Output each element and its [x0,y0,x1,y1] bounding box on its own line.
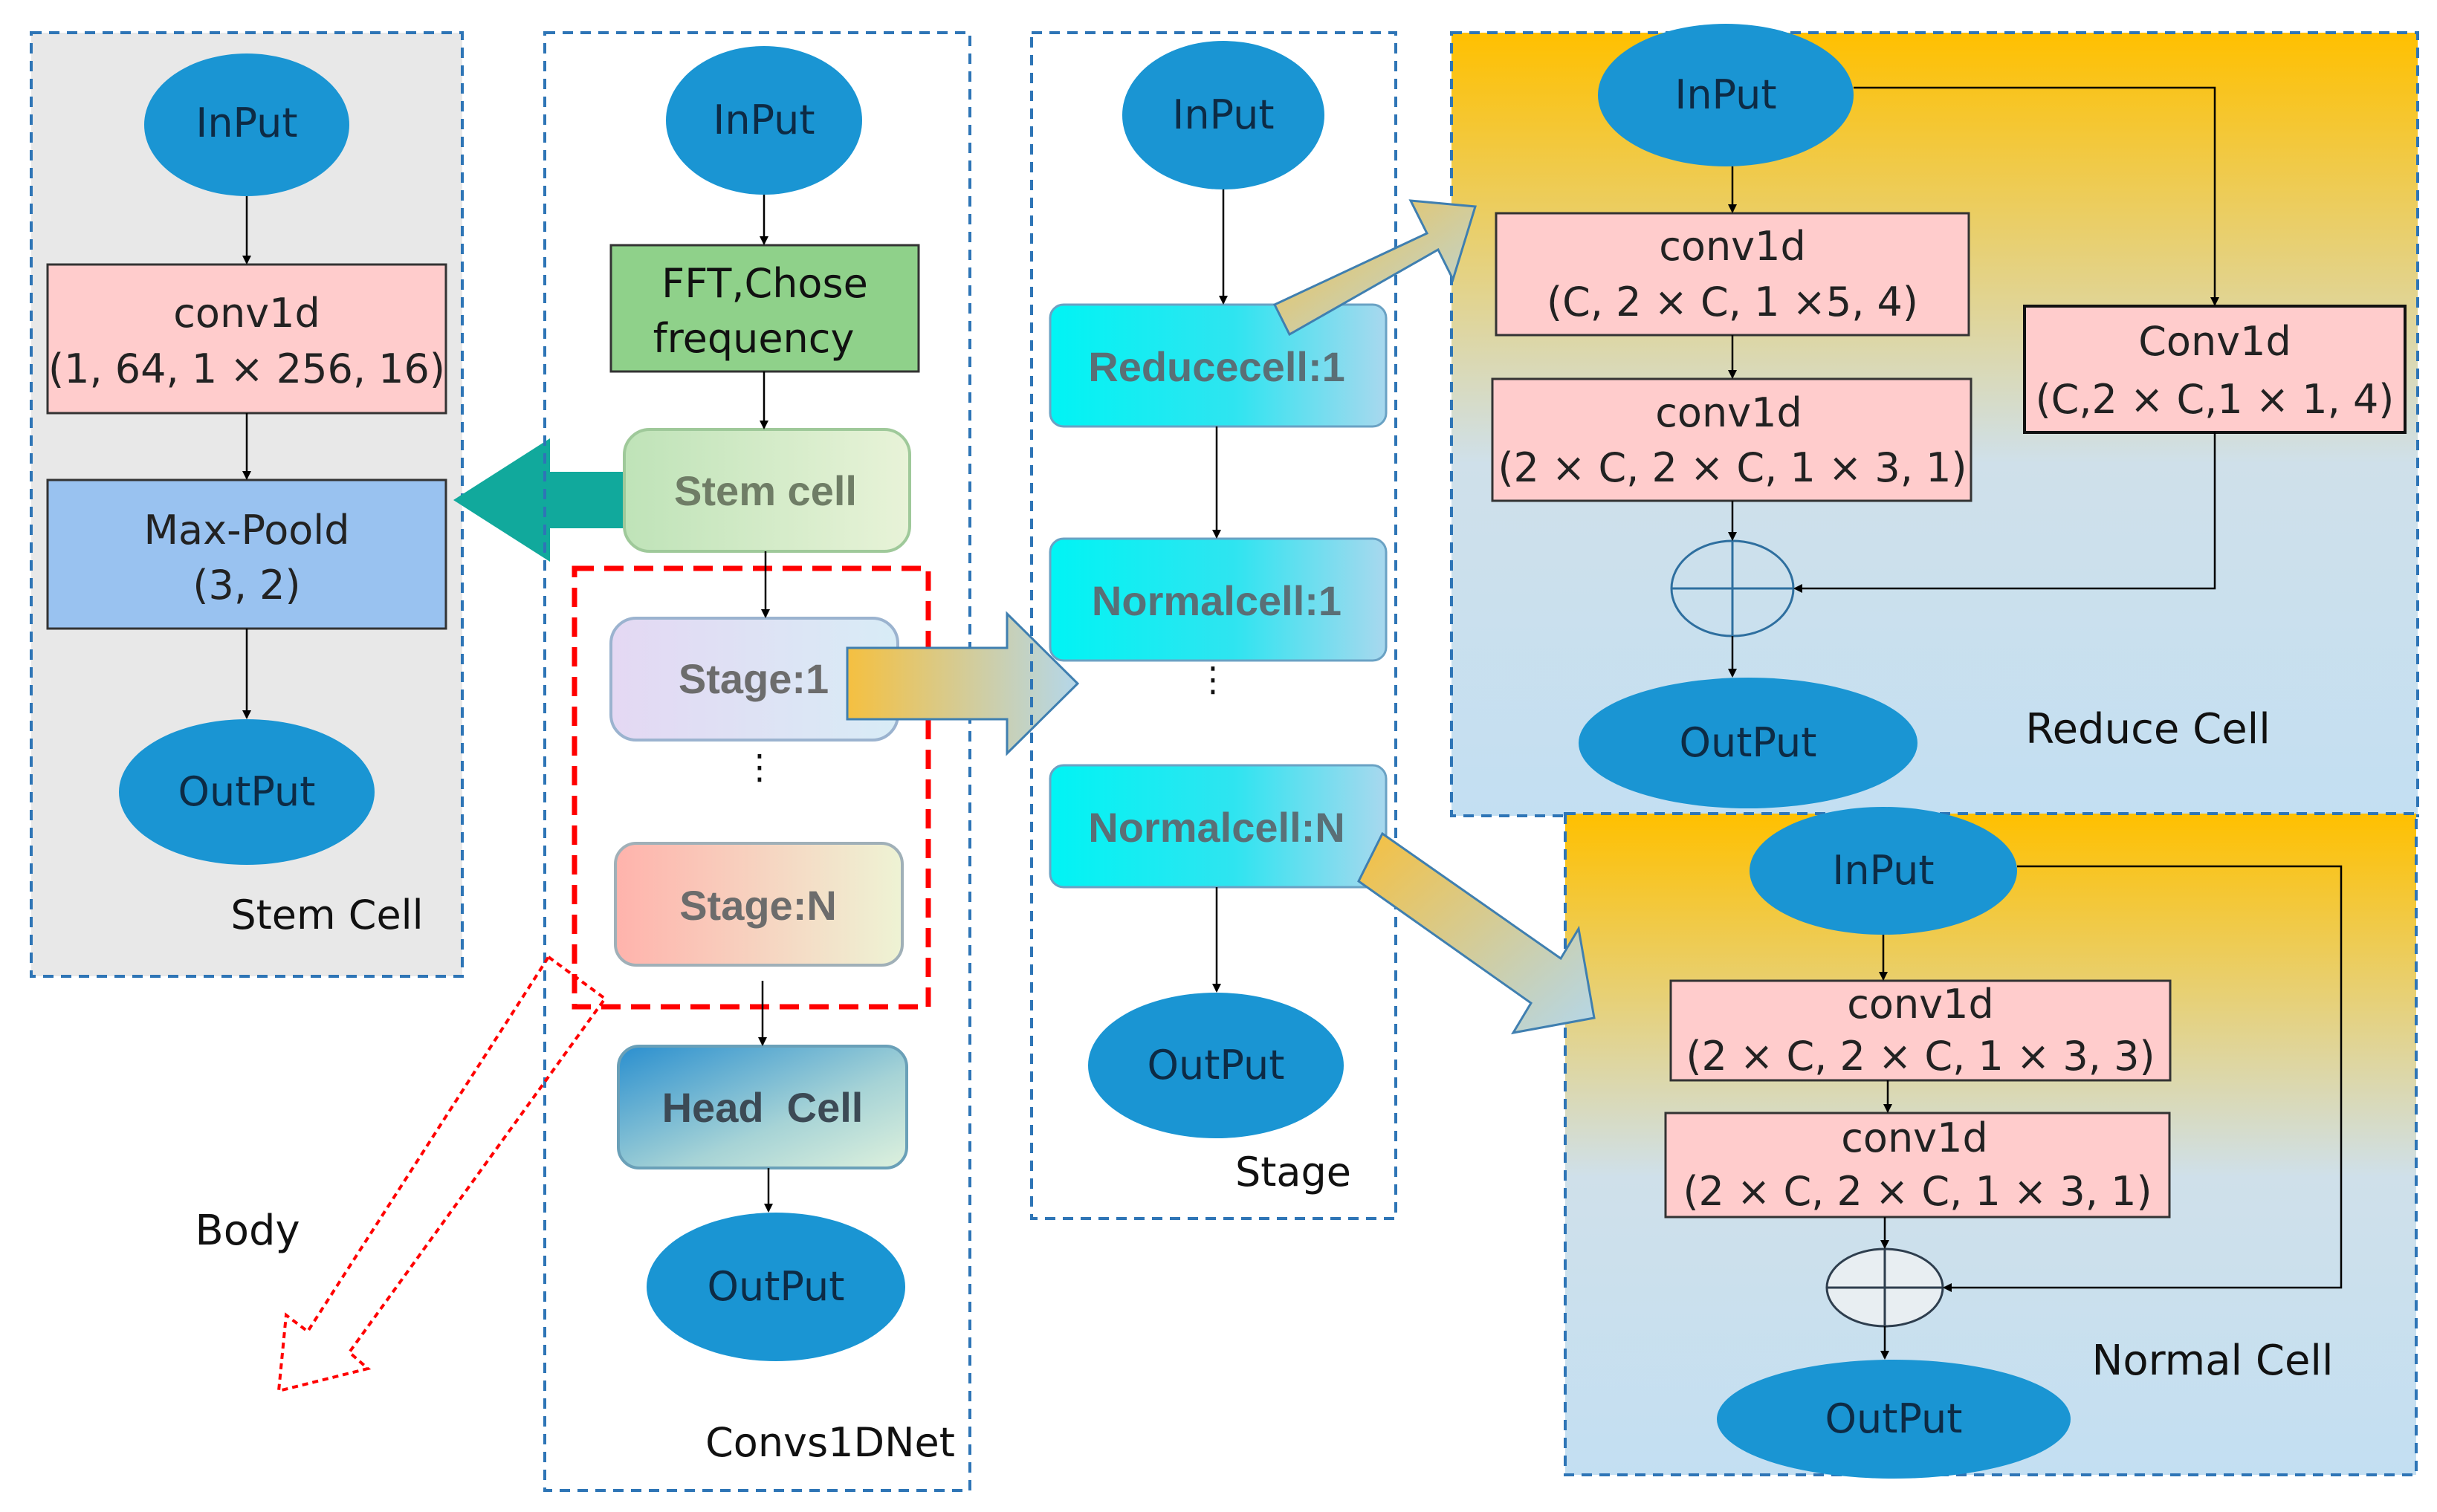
reduce-panel-caption: Reduce Cell [2025,705,2271,753]
stem-conv-box [46,263,447,415]
normal-conv1-box [1669,979,2172,1082]
stem-pool-params: (3, 2) [192,562,300,609]
net-output-label: OutPut [708,1263,845,1310]
stem-cell-node-label: Stem cell [674,467,857,514]
normalN-node [1049,764,1388,889]
head-cell-node [617,1045,908,1169]
stem-conv-params: (1, 64, 1 × 256, 16) [48,345,445,392]
normal-conv2-params: (2 × C, 2 × C, 1 × 3, 1) [1683,1168,2152,1215]
normal-skip-edge [1943,865,2343,1292]
reduce-conv3-params: (C,2 × C,1 × 1, 4) [2036,376,2395,423]
reduce-conv2-box [1491,377,1972,502]
normal-add-node [1825,1247,1944,1328]
reduce-conv3-box [2023,305,2407,434]
stage-panel-caption: Stage [1235,1149,1351,1195]
normal-conv1-title: conv1d [1847,981,1994,1028]
stage-output-node [1088,993,1344,1138]
reduce-output-label: OutPut [1680,719,1817,766]
stem-panel-caption: Stem Cell [230,892,423,938]
reduce-skip-edge-bottom [1793,432,2216,593]
normal1-node [1049,537,1388,662]
convs1dnet-panel: InPut FFT,Chose frequency Stem cell Stag… [543,31,971,1492]
stage-panel-frame [1030,31,1397,1220]
normal-panel-caption: Normal Cell [2091,1337,2333,1385]
stage-panel-dots: ⋮ [1196,659,1230,699]
reduce-cell-node [1049,303,1388,428]
normalN-node-label: Normalcell:N [1088,804,1344,851]
normal-detail-arrow [1357,831,1596,1035]
reduce-add-node [1670,539,1795,637]
net-input-label: InPut [713,97,815,143]
stem-input-node [144,53,349,196]
normal-output-node [1717,1360,2071,1479]
reduce-output-node [1579,678,1917,808]
stage-dots: ⋮ [742,747,777,787]
net-input-node [666,46,862,195]
stage-input-node [1122,41,1324,189]
normal-input-label: InPut [1832,847,1934,894]
reduce-cell-panel: InPut conv1d (C, 2 × C, 1 ×5, 4) conv1d … [1450,24,2419,817]
normal-output-label: OutPut [1825,1395,1963,1442]
body-label: Body [195,1207,300,1255]
stageN-node-label: Stage:N [679,882,837,929]
normal1-node-label: Normalcell:1 [1092,577,1342,624]
stage1-node-label: Stage:1 [679,655,829,702]
fft-line1: FFT,Chose [661,260,868,307]
stem-detail-arrow [453,438,650,562]
normal-conv2-title: conv1d [1841,1114,1988,1161]
reduce-skip-edge-top [1854,86,2219,306]
reduce-input-node [1598,24,1854,166]
reduce-conv3-title: Conv1d [2138,318,2291,365]
net-panel-caption: Convs1DNet [705,1419,955,1466]
body-arrow [276,955,607,1393]
stem-output-node [119,719,375,865]
stage-output-label: OutPut [1148,1042,1285,1088]
stage-detail-arrow [846,611,1080,756]
body-region [572,565,931,1010]
net-output-node [647,1213,905,1361]
stem-input-label: InPut [195,100,297,146]
reduce-conv2-params: (2 × C, 2 × C, 1 × 3, 1) [1498,444,1967,491]
net-panel-frame [543,31,971,1492]
stem-pool-title: Max-Poold [143,507,349,554]
reduce-conv1-title: conv1d [1659,223,1806,270]
stage-panel: InPut Reducecell:1 Normalcell:1 ⋮ Normal… [1030,31,1397,1220]
fft-box [609,244,920,373]
stage-input-label: InPut [1172,91,1274,138]
reduce-input-label: InPut [1674,71,1776,118]
stem-output-label: OutPut [178,768,316,815]
stem-cell-node [623,428,911,553]
head-cell-node-label: Head Cell [662,1084,864,1131]
fft-line2: frequency [653,315,855,362]
reduce-detail-arrow [1272,199,1477,337]
reduce-conv1-params: (C, 2 × C, 1 ×5, 4) [1547,279,1918,325]
normal-cell-panel: InPut conv1d (2 × C, 2 × C, 1 × 3, 3) co… [1564,807,2418,1479]
stem-conv-title: conv1d [173,290,320,337]
reduce-conv1-box [1495,212,1970,337]
normal-input-node [1750,807,2017,935]
normal-conv2-box [1664,1112,2171,1219]
reduce-cell-node-label: Reducecell:1 [1088,343,1345,390]
normal-conv1-params: (2 × C, 2 × C, 1 × 3, 3) [1686,1033,2155,1080]
stem-cell-panel: InPut conv1d (1, 64, 1 × 256, 16) Max-Po… [30,31,464,978]
stageN-node [614,842,904,967]
reduce-conv2-title: conv1d [1655,389,1802,436]
